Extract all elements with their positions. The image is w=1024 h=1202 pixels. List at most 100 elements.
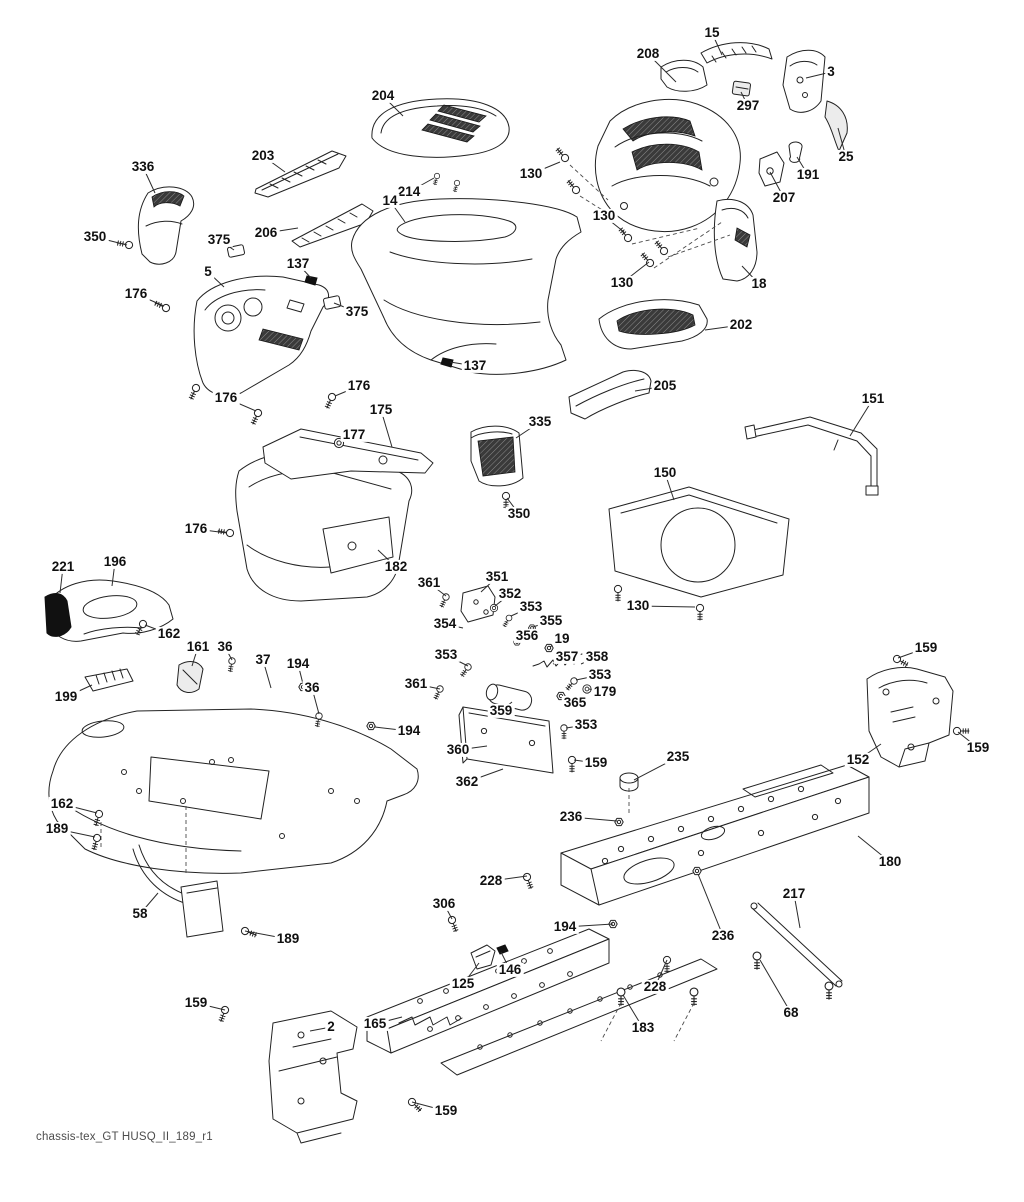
callout-137: 137 [461, 357, 489, 374]
callout-130: 130 [517, 165, 545, 182]
callout-375: 375 [343, 303, 371, 320]
callout-206: 206 [252, 224, 280, 241]
callout-5: 5 [202, 263, 214, 280]
callout-130: 130 [624, 597, 652, 614]
callout-179: 179 [591, 683, 619, 700]
callout-208: 208 [634, 45, 662, 62]
callout-360: 360 [444, 741, 472, 758]
part-panel-3 [782, 49, 826, 113]
callout-221: 221 [49, 558, 77, 575]
callout-214: 214 [395, 183, 423, 200]
callout-361: 361 [402, 675, 430, 692]
part-air-duct-336 [137, 186, 195, 265]
callout-202: 202 [727, 316, 755, 333]
callout-3: 3 [825, 63, 837, 80]
callout-165: 165 [361, 1015, 389, 1032]
callout-176: 176 [212, 389, 240, 406]
callout-361: 361 [415, 574, 443, 591]
callout-205: 205 [651, 377, 679, 394]
callout-14: 14 [380, 192, 400, 209]
callout-356: 356 [513, 627, 541, 644]
callout-183: 183 [629, 1019, 657, 1036]
callout-353: 353 [572, 716, 600, 733]
callout-182: 182 [382, 558, 410, 575]
callout-207: 207 [770, 189, 798, 206]
callout-351: 351 [483, 568, 511, 585]
callout-130: 130 [608, 274, 636, 291]
part-drawbar-217 [750, 902, 843, 988]
callout-191: 191 [794, 166, 822, 183]
callout-2: 2 [325, 1018, 337, 1035]
callout-189: 189 [274, 930, 302, 947]
callout-146: 146 [496, 961, 524, 978]
callout-15: 15 [702, 24, 722, 41]
part-axle-support-2 [268, 1010, 358, 1144]
callout-162: 162 [155, 625, 183, 642]
part-cover-335 [470, 425, 524, 487]
callout-235: 235 [664, 748, 692, 765]
callout-336: 336 [129, 158, 157, 175]
part-skirt-205 [568, 369, 652, 420]
callout-352: 352 [496, 585, 524, 602]
callout-177: 177 [340, 426, 368, 443]
callout-353: 353 [586, 666, 614, 683]
assembly-dashed-lines [569, 164, 731, 1042]
callout-159: 159 [432, 1102, 460, 1119]
part-side-panel-18 [713, 198, 758, 282]
callout-176: 176 [182, 520, 210, 537]
callout-354: 354 [431, 615, 459, 632]
callout-306: 306 [430, 895, 458, 912]
callout-358: 358 [583, 648, 611, 665]
part-dash-console-5 [193, 275, 329, 397]
callout-350: 350 [505, 505, 533, 522]
callout-194: 194 [395, 722, 423, 739]
callout-297: 297 [734, 97, 762, 114]
callout-37: 37 [253, 651, 273, 668]
callout-176: 176 [122, 285, 150, 302]
part-pad-161 [176, 661, 204, 693]
callout-203: 203 [249, 147, 277, 164]
callout-189: 189 [43, 820, 71, 837]
part-grille-trim-203 [254, 150, 347, 198]
part-baffle-208 [660, 59, 708, 92]
callout-194: 194 [551, 918, 579, 935]
callout-125: 125 [449, 975, 477, 992]
callout-159: 159 [912, 639, 940, 656]
callout-228: 228 [477, 872, 505, 889]
callout-335: 335 [526, 413, 554, 430]
part-clip-146 [496, 944, 509, 955]
callout-228: 228 [641, 978, 669, 995]
callout-159: 159 [582, 754, 610, 771]
part-step-plate-199 [84, 668, 134, 692]
part-frame-rail-180 [560, 764, 870, 906]
callout-68: 68 [781, 1004, 801, 1021]
callout-152: 152 [844, 751, 872, 768]
callout-236: 236 [557, 808, 585, 825]
callout-355: 355 [537, 612, 565, 629]
callout-162: 162 [48, 795, 76, 812]
part-grille-insert-202 [598, 299, 708, 350]
callout-353: 353 [517, 598, 545, 615]
callout-362: 362 [453, 773, 481, 790]
part-hood-top-204 [371, 98, 510, 158]
callout-36: 36 [302, 679, 322, 696]
part-bracket-207 [758, 151, 785, 187]
callout-150: 150 [651, 464, 679, 481]
callout-130: 130 [590, 207, 618, 224]
part-bushing-191 [788, 141, 803, 163]
callout-159: 159 [182, 994, 210, 1011]
part-clips-137 [304, 275, 454, 368]
callout-161: 161 [184, 638, 212, 655]
part-strap-58 [132, 844, 224, 938]
callout-194: 194 [284, 655, 312, 672]
callout-180: 180 [876, 853, 904, 870]
callout-365: 365 [561, 694, 589, 711]
part-chassis-body [48, 708, 419, 876]
callout-357: 357 [553, 648, 581, 665]
callout-175: 175 [367, 401, 395, 418]
part-grille-assembly [594, 98, 741, 233]
callout-196: 196 [101, 553, 129, 570]
callout-19: 19 [552, 630, 572, 647]
